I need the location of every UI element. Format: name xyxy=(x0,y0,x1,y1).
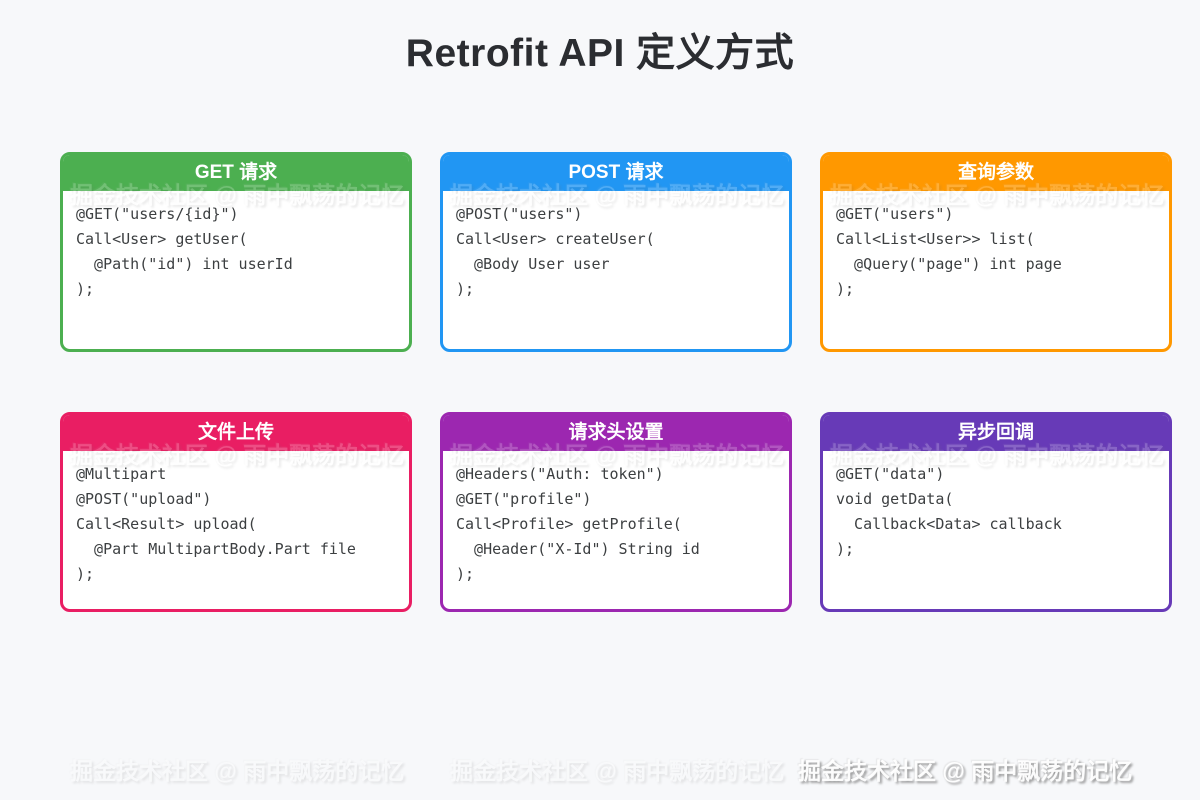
card-header-title: GET 请求 xyxy=(63,155,409,191)
card-code-snippet: @GET("users/{id}") Call<User> getUser( @… xyxy=(76,205,293,298)
card-header-title: 查询参数 xyxy=(823,155,1169,191)
card-code-snippet: @GET("users") Call<List<User>> list( @Qu… xyxy=(836,205,1062,298)
card-code-snippet: @POST("users") Call<User> createUser( @B… xyxy=(456,205,655,298)
api-card: 请求头设置 @Headers("Auth: token") @GET("prof… xyxy=(440,412,792,612)
card-code-snippet: @GET("data") void getData( Callback<Data… xyxy=(836,465,1062,558)
page-title: Retrofit API 定义方式 xyxy=(405,32,795,75)
watermark-text: 掘金技术社区 @ 雨中飘荡的记忆 xyxy=(70,758,405,784)
watermark-text: 掘金技术社区 @ 雨中飘荡的记忆 xyxy=(798,758,1133,784)
card-header-title: POST 请求 xyxy=(443,155,789,191)
card-header-title: 请求头设置 xyxy=(443,415,789,451)
api-card-grid: GET 请求 @GET("users/{id}") Call<User> get… xyxy=(60,152,1172,612)
watermark-text: 掘金技术社区 @ 雨中飘荡的记忆 xyxy=(450,758,785,784)
card-header-title: 异步回调 xyxy=(823,415,1169,451)
api-card: 文件上传 @Multipart @POST("upload") Call<Res… xyxy=(60,412,412,612)
card-code-snippet: @Headers("Auth: token") @GET("profile") … xyxy=(456,465,700,583)
api-card: 异步回调 @GET("data") void getData( Callback… xyxy=(820,412,1172,612)
api-card: GET 请求 @GET("users/{id}") Call<User> get… xyxy=(60,152,412,352)
api-card: 查询参数 @GET("users") Call<List<User>> list… xyxy=(820,152,1172,352)
card-header-title: 文件上传 xyxy=(63,415,409,451)
api-card: POST 请求 @POST("users") Call<User> create… xyxy=(440,152,792,352)
card-code-snippet: @Multipart @POST("upload") Call<Result> … xyxy=(76,465,356,583)
